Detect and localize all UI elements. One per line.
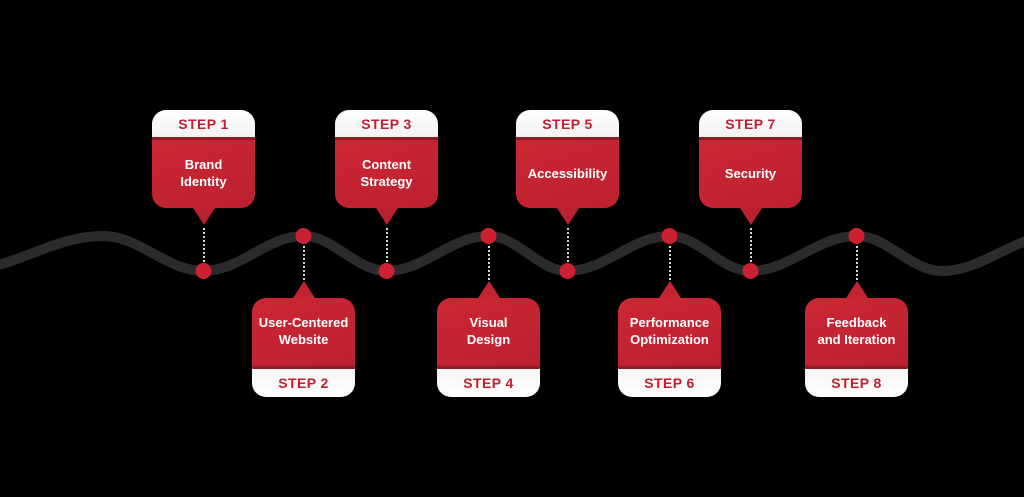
pointer-up-icon [658,281,681,298]
pointer-up-icon [477,281,500,298]
pointer-up-icon [292,281,315,298]
pointer-up-icon [845,281,868,298]
timeline-dot-4 [480,228,497,244]
step-number-label: STEP 2 [252,369,355,397]
timeline-dot-7 [742,263,759,279]
step-number-label: STEP 5 [516,110,619,137]
step-card-6: Performance Optimization STEP 6 [618,281,721,397]
connector-step-1 [202,228,205,262]
connector-step-6 [668,246,671,280]
step-number-label: STEP 6 [618,369,721,397]
step-title: Security [699,137,802,208]
step-title: Visual Design [437,298,540,369]
timeline-wave-path [0,230,1024,277]
timeline-dot-3 [378,263,395,279]
timeline-dot-6 [661,228,678,244]
connector-step-8 [855,246,858,280]
step-title: User-Centered Website [252,298,355,369]
timeline-dot-1 [195,263,212,279]
step-number-label: STEP 1 [152,110,255,137]
step-title: Accessibility [516,137,619,208]
step-number-label: STEP 8 [805,369,908,397]
step-card-2: User-Centered Website STEP 2 [252,281,355,397]
step-title: Brand Identity [152,137,255,208]
connector-step-4 [487,246,490,280]
step-card-8: Feedback and Iteration STEP 8 [805,281,908,397]
connector-step-5 [566,228,569,262]
step-card-4: Visual Design STEP 4 [437,281,540,397]
pointer-down-icon [739,208,762,225]
step-card-1: STEP 1 Brand Identity [152,110,255,225]
pointer-down-icon [375,208,398,225]
pointer-down-icon [556,208,579,225]
step-card-3: STEP 3 Content Strategy [335,110,438,225]
step-card-7: STEP 7 Security [699,110,802,225]
timeline-dot-8 [848,228,865,244]
step-card-5: STEP 5 Accessibility [516,110,619,225]
step-number-label: STEP 4 [437,369,540,397]
connector-step-3 [385,228,388,262]
step-number-label: STEP 3 [335,110,438,137]
timeline-dot-2 [295,228,312,244]
step-title: Content Strategy [335,137,438,208]
connector-step-7 [749,228,752,262]
step-number-label: STEP 7 [699,110,802,137]
step-title: Feedback and Iteration [805,298,908,369]
timeline-dot-5 [559,263,576,279]
step-title: Performance Optimization [618,298,721,369]
connector-step-2 [302,246,305,280]
pointer-down-icon [192,208,215,225]
